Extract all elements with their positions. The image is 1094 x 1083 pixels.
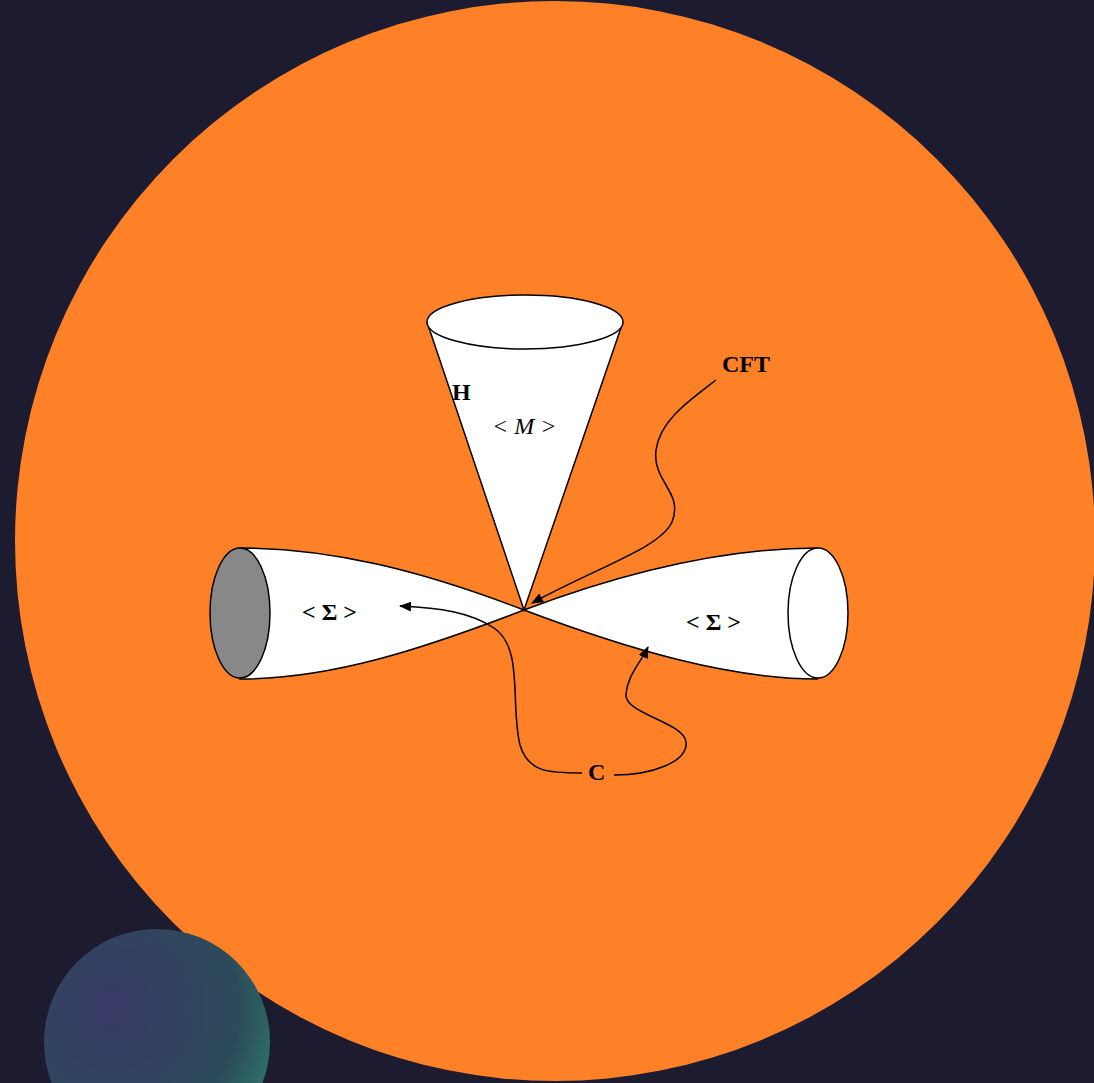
shape-region: H < M > <box>430 372 620 452</box>
leader-line <box>614 647 686 775</box>
callout-label: CFT <box>722 352 770 376</box>
cone-rim <box>427 295 623 349</box>
right-mouth <box>788 548 848 678</box>
leader-line <box>532 380 716 603</box>
corner-orb <box>44 929 270 1083</box>
shape-region: < Σ > <box>672 600 792 646</box>
left-mouth <box>210 548 270 678</box>
part-label: H <box>452 380 471 404</box>
leader-line <box>400 606 582 773</box>
field-label: < Σ > <box>686 610 741 634</box>
orange-disc <box>15 1 1094 1081</box>
right-throat <box>524 548 818 679</box>
field-label: < Σ > <box>302 600 357 624</box>
left-throat <box>240 548 524 679</box>
cone <box>427 322 623 610</box>
shape-region: < Σ > <box>252 590 392 636</box>
field-label: < M > <box>492 414 556 438</box>
callout-label: C <box>588 760 605 784</box>
